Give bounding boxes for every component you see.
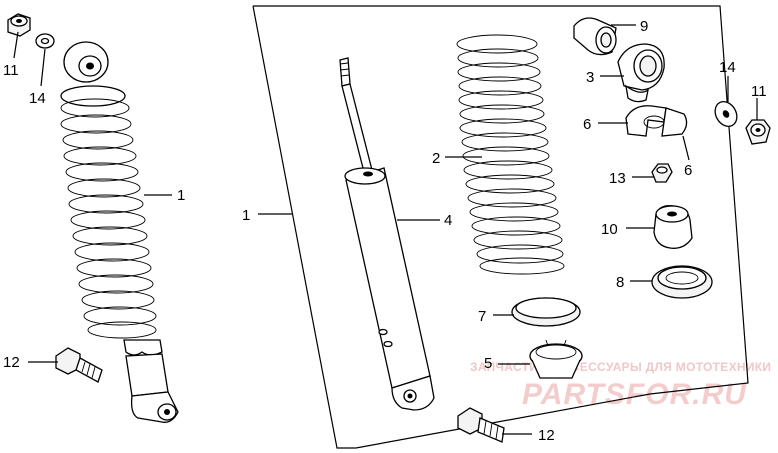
callout-12-left: 12 [3,354,20,371]
nut-13 [651,163,673,183]
callout-labels: 1 11 14 12 1 4 2 9 3 6 6 13 10 8 7 5 12 … [3,18,767,444]
callout-4: 4 [444,212,452,229]
assembled-spring-coils [60,98,157,339]
leader-lines [13,24,758,435]
spring-2 [456,34,565,275]
bushing-9 [573,17,617,56]
callout-3: 3 [586,69,594,86]
damper-unit-4 [339,57,435,411]
bolt-12-bottom [457,407,505,443]
watermark-logo: PARTSFOR.RU [522,378,747,411]
assembled-shock-absorber [60,41,179,423]
callout-9: 9 [640,18,648,35]
nut-11-left [7,13,31,37]
bolt-12-left [55,347,103,383]
washer-14-left [35,33,55,49]
joint-3 [617,43,665,103]
washer-14-right [714,101,738,127]
callout-14-left: 14 [29,90,46,107]
callout-6-bottom: 6 [684,162,692,179]
bump-rubber-10 [653,205,693,249]
callout-1-left: 1 [177,187,185,204]
callout-7: 7 [478,308,486,325]
stopper-5 [529,339,583,379]
callout-5: 5 [484,355,492,372]
seat-7 [511,297,581,327]
seat-8 [651,265,713,299]
callout-13: 13 [609,170,626,187]
watermark-tagline: ЗАПЧАСТИ И АКСЕССУАРЫ ДЛЯ МОТОТЕХНИКИ [470,360,771,374]
callout-8: 8 [616,274,624,291]
callout-6-top: 6 [583,116,591,133]
callout-12-bottom: 12 [538,427,555,444]
callout-11-right: 11 [751,83,767,100]
exploded-view-frame [252,5,749,449]
callout-2: 2 [432,150,440,167]
callout-10: 10 [601,221,618,238]
nut-11-right [745,119,771,145]
callout-11-left: 11 [3,62,19,79]
collar-6 [625,105,688,137]
callout-14-right: 14 [719,59,736,76]
callout-1-frame: 1 [242,207,250,224]
